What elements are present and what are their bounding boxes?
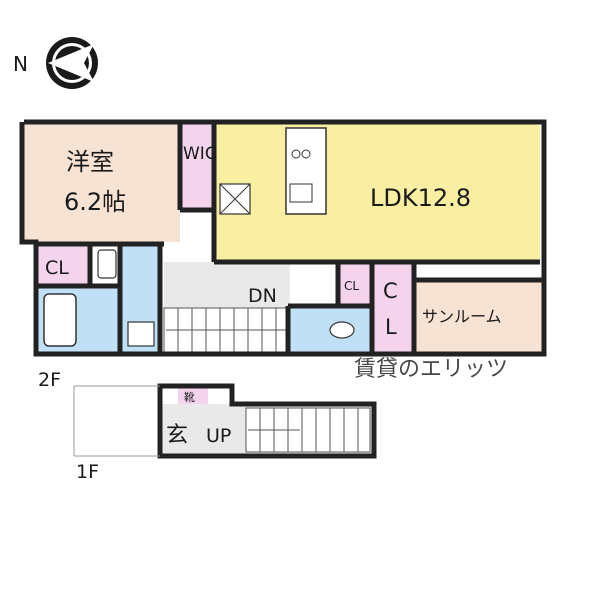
- closet-small: [338, 262, 372, 308]
- wic-label: WIC: [183, 144, 217, 164]
- closet-vertical: [372, 262, 414, 352]
- closet-left: [38, 244, 90, 286]
- floor-1f: 靴 玄 UP 1F: [73, 383, 377, 483]
- western-room-size: 6.2帖: [64, 188, 126, 216]
- compass-north-label: N: [13, 52, 28, 76]
- sunroom: [414, 280, 542, 352]
- pantry-cross-2: [219, 183, 251, 215]
- stairs-2f: [163, 307, 289, 353]
- compass: N: [13, 37, 98, 89]
- sink-icon: [97, 249, 117, 279]
- floor-2f: 洋室 6.2帖 WIC LDK12.8 CL CL C L サンルーム DN 2…: [19, 119, 547, 391]
- closet-left-label: CL: [45, 257, 69, 279]
- western-room-name: 洋室: [66, 148, 114, 176]
- sunroom-label: サンルーム: [422, 307, 502, 326]
- stairs-1f: [245, 407, 371, 453]
- ldk-room: [214, 124, 540, 262]
- closet-vertical-label-c: C: [383, 279, 398, 303]
- stairs-up-label: UP: [206, 425, 231, 447]
- washer-icon: [127, 321, 155, 347]
- entrance-label: 玄: [166, 423, 188, 448]
- floor-1f-label: 1F: [76, 461, 99, 483]
- ldk-label: LDK12.8: [370, 184, 471, 212]
- shoe-box-label: 靴: [184, 390, 195, 404]
- bathtub-icon: [43, 293, 77, 347]
- toilet-icon: [329, 321, 355, 339]
- watermark-text: 賃貸のエリッツ: [354, 357, 508, 382]
- compass-arrow-icon: [48, 44, 94, 82]
- western-room: [24, 124, 180, 242]
- closet-small-label: CL: [344, 279, 359, 293]
- kitchen-sink-icon: [289, 183, 313, 203]
- stove-icon: [291, 149, 301, 159]
- wic-room: [180, 124, 214, 208]
- stove-burner-2: [301, 149, 311, 159]
- floor-2f-label: 2F: [38, 369, 61, 391]
- stairs-down-label: DN: [248, 285, 277, 307]
- walls-2f: [19, 119, 547, 357]
- closet-vertical-label-l: L: [385, 315, 397, 339]
- shoe-box: [178, 388, 208, 404]
